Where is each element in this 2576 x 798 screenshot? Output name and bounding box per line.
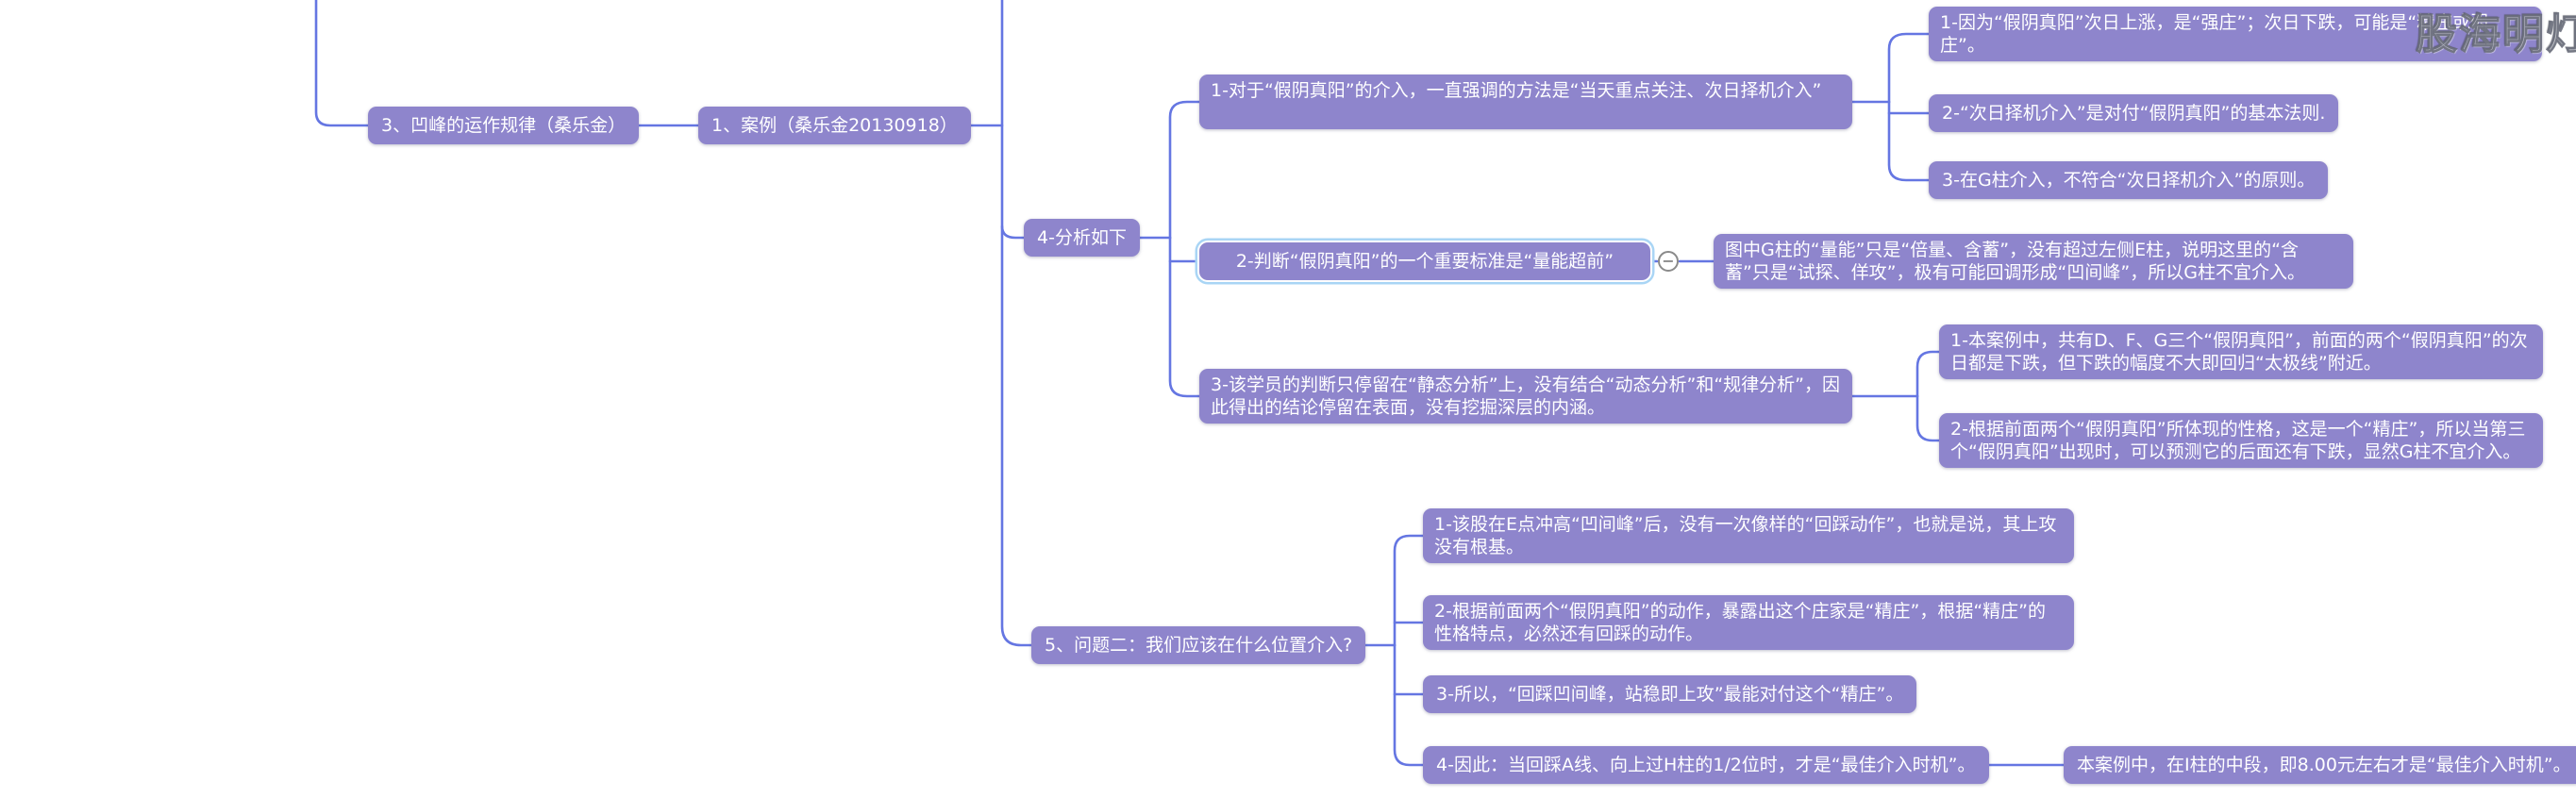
connector xyxy=(1915,394,1948,442)
node-question2-point-2[interactable]: 2-根据前面两个“假阴真阳”的动作，暴露出这个庄家是“精庄”，根据“精庄”的性格… xyxy=(1423,595,2074,650)
node-analysis-point-1-sub-2[interactable]: 2-“次日择机介入”是对付“假阴真阳”的基本法则. xyxy=(1929,94,2339,132)
connector-trunk xyxy=(1000,0,1049,647)
node-analysis-point-3-sub-1[interactable]: 1-本案例中，共有D、F、G三个“假阴真阳”，前面的两个“假阴真阳”的次日都是下… xyxy=(1939,324,2543,379)
node-analysis-point-2[interactable]: 2-判断“假阴真阳”的一个重要标准是“量能超前” xyxy=(1199,242,1650,280)
node-analysis-point-2-sub-1[interactable]: 图中G柱的“量能”只是“倍量、含蓄”，没有超过左侧E柱，说明这里的“含蓄”只是“… xyxy=(1714,234,2353,289)
connector xyxy=(1393,534,1431,647)
connector xyxy=(1915,350,1948,398)
node-question2-point-4-sub-1[interactable]: 本案例中，在I柱的中段，即8.00元左右才是“最佳介入时机”。 xyxy=(2064,746,2576,784)
connector xyxy=(1000,224,1040,240)
node-question2-point-4[interactable]: 4-因此：当回踩A线、向上过H柱的1/2位时，才是“最佳介入时机”。 xyxy=(1423,746,1989,784)
node-question2-point-3[interactable]: 3-所以，“回踩凹间峰，站稳即上攻”最能对付这个“精庄”。 xyxy=(1423,675,1917,713)
collapse-minus-icon[interactable]: − xyxy=(1658,251,1679,272)
node-analysis-point-3[interactable]: 3-该学员的判断只停留在“静态分析”上，没有结合“动态分析”和“规律分析”，因此… xyxy=(1199,369,1852,424)
connector xyxy=(1887,32,1938,104)
connector xyxy=(1168,100,1210,240)
connector xyxy=(1168,236,1210,398)
connector xyxy=(1393,643,1431,767)
connector xyxy=(1887,100,1938,182)
node-analysis-point-1-sub-1[interactable]: 1-因为“假阴真阳”次日上涨，是“强庄”；次日下跌，可能是“精庄或弱庄”。 xyxy=(1929,7,2542,61)
node-question2-point-1[interactable]: 1-该股在E点冲高“凹间峰”后，没有一次像样的“回踩动作”，也就是说，其上攻没有… xyxy=(1423,508,2074,563)
watermark-text: 股海明灯 xyxy=(2415,9,2576,58)
node-question2[interactable]: 5、问题二：我们应该在什么位置介入? xyxy=(1031,626,1366,664)
node-analysis-point-3-sub-2[interactable]: 2-根据前面两个“假阴真阳”所体现的性格，这是一个“精庄”，所以当第三个“假阴真… xyxy=(1939,413,2543,468)
connector xyxy=(314,0,379,127)
node-rule-topic[interactable]: 3、凹峰的运作规律（桑乐金） xyxy=(368,107,640,144)
node-analysis[interactable]: 4-分析如下 xyxy=(1024,219,1140,257)
node-case-topic[interactable]: 1、案例（桑乐金20130918） xyxy=(698,107,971,144)
node-analysis-point-1-sub-3[interactable]: 3-在G柱介入，不符合“次日择机介入”的原则。 xyxy=(1929,161,2329,199)
node-analysis-point-1[interactable]: 1-对于“假阴真阳”的介入，一直强调的方法是“当天重点关注、次日择机介入” xyxy=(1199,75,1852,129)
